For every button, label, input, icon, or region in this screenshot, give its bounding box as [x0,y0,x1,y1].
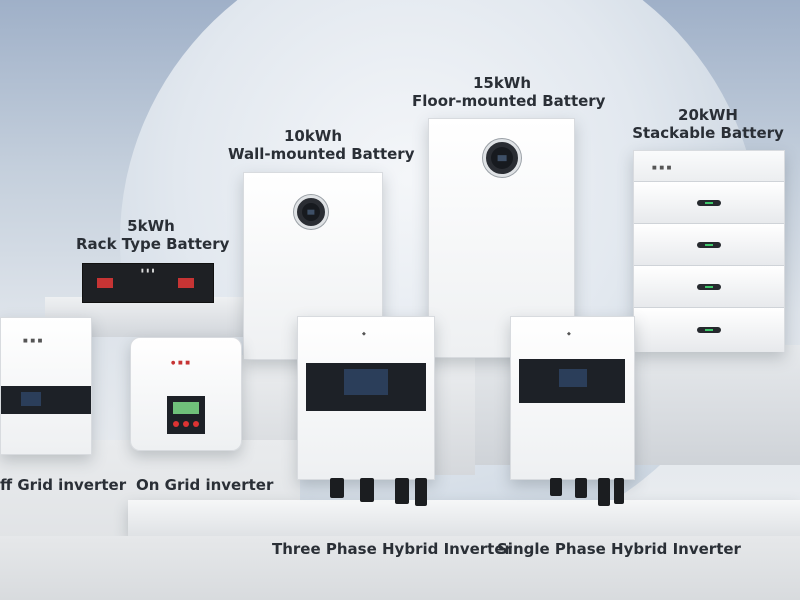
rack-terminal [97,278,113,288]
front-platform [128,500,800,536]
single-phase-connector [614,478,624,504]
three-phase-connector [395,478,409,504]
three-phase-inverter-label: Three Phase Hybrid Inverter [272,540,512,558]
three-phase-connector [360,478,374,502]
ongrid-panel [167,396,205,434]
offgrid-panel [1,386,91,414]
ongrid-lcd [173,402,199,414]
ongrid-logo: ● ■ ■ [171,360,191,366]
three-phase-inverter: ◆ [297,316,435,480]
single-phase-connector [550,478,562,496]
stackable-battery: ■ ■ ■ [633,150,785,352]
offgrid-lcd [21,392,41,406]
offgrid-logo: ■ ■ ■ [23,338,43,344]
single-phase-lcd [559,369,587,387]
ongrid-inverter: ● ■ ■ [130,337,242,451]
ongrid-inverter-label: On Grid inverter [136,476,274,494]
stack-module [634,265,784,308]
rack-battery: ▮ ▮ ▮ [82,263,214,303]
stack-module [634,307,784,352]
rack-battery-label: 5kWh Rack Type Battery [76,217,230,253]
stack-logo: ■ ■ ■ [652,165,672,171]
rack-terminal [178,278,194,288]
single-phase-inverter: ◆ [510,316,635,480]
ongrid-button [173,421,179,427]
three-phase-lcd [344,369,388,395]
single-phase-inverter-label: Single Phase Hybrid Inverter [497,540,741,558]
stack-module [634,223,784,266]
offgrid-inverter: ■ ■ ■ [0,317,92,455]
floor-battery-label: 15kWh Floor-mounted Battery [412,74,606,110]
offgrid-inverter-label: ff Grid inverter [0,476,127,494]
three-phase-connector [415,478,427,506]
stack-top [634,151,784,181]
single-phase-panel [519,359,625,403]
floor-battery-display [483,139,521,177]
ongrid-button [193,421,199,427]
single-phase-logo: ◆ [567,331,572,337]
wall-battery-display [294,195,328,229]
single-phase-connector [575,478,587,498]
wall-battery-label: 10kWh Wall-mounted Battery [228,127,415,163]
rack-logo: ▮ ▮ ▮ [141,268,155,274]
single-phase-connector [598,478,610,506]
ongrid-button [183,421,189,427]
stack-battery-label: 20kWH Stackable Battery [632,106,784,142]
bottom-floor [0,536,800,600]
three-phase-connector [330,478,344,498]
three-phase-logo: ◆ [362,331,367,337]
three-phase-panel [306,363,426,411]
stack-module [634,181,784,224]
